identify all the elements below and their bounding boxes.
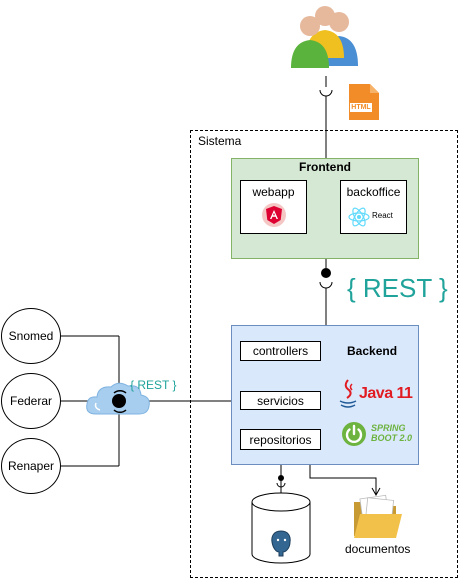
documents-label: documentos — [345, 542, 411, 556]
system-boundary — [190, 130, 458, 578]
system-label: Sistema — [198, 134, 242, 148]
controllers-label: controllers — [252, 344, 309, 358]
backoffice-label: backoffice — [346, 185, 401, 199]
federar-label: Federar — [9, 394, 53, 408]
renaper-label: Renaper — [7, 459, 55, 473]
frontend-title: Frontend — [299, 160, 351, 174]
react-label: React — [372, 211, 393, 220]
repositorios-label: repositorios — [249, 432, 312, 447]
snomed-node: Snomed — [1, 308, 61, 364]
spring-label-line1: SPRING — [371, 423, 406, 433]
renaper-node: Renaper — [1, 438, 61, 494]
db-interface-arc — [276, 482, 286, 488]
html-file-icon: HTML — [346, 83, 380, 121]
frontend-required-interface — [319, 89, 333, 97]
users-icon — [290, 2, 360, 72]
rest-label: { REST } — [347, 273, 448, 303]
db-interface-dot — [278, 475, 284, 481]
repositorios-box: repositorios — [240, 429, 321, 450]
federar-node: Federar — [1, 373, 61, 429]
rest-provided-interface — [321, 268, 331, 278]
cloud-interface — [112, 389, 127, 414]
documents-folder-icon — [352, 494, 404, 540]
react-icon — [348, 206, 370, 228]
webapp-label: webapp — [252, 185, 295, 199]
spring-label-line2: BOOT 2.0 — [371, 433, 413, 443]
database-icon — [251, 492, 311, 564]
angular-icon — [262, 203, 286, 227]
spring-boot-logo: SPRING BOOT 2.0 — [341, 419, 413, 449]
html-file-label: HTML — [350, 103, 372, 112]
servicios-box: servicios — [240, 391, 321, 410]
backend-title: Backend — [347, 344, 398, 358]
java-label: Java 11 — [359, 385, 413, 402]
servicios-label: servicios — [257, 393, 304, 408]
snomed-label: Snomed — [8, 329, 54, 343]
rest-small-label: { REST } — [130, 378, 177, 392]
postgresql-icon — [271, 530, 291, 557]
backoffice-box — [340, 180, 407, 234]
java-logo: Java 11 — [337, 378, 413, 410]
controllers-box: controllers — [240, 341, 321, 361]
